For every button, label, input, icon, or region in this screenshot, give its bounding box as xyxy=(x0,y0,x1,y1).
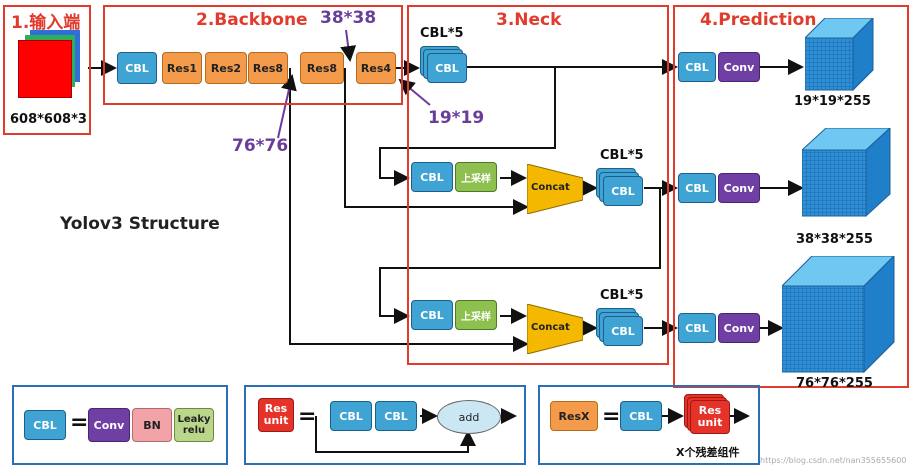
neck-branch2-upsample: 上采样 xyxy=(455,300,497,330)
backbone-res8-a: Res8 xyxy=(248,52,288,84)
neck-top-cbl-label: CBL xyxy=(427,53,467,83)
legend-resunit-equals: = xyxy=(298,404,317,429)
pred1-cbl: CBL xyxy=(678,52,716,82)
legend-resunit: Res unit xyxy=(258,398,294,432)
backbone-cbl: CBL xyxy=(117,52,157,84)
output-label-19: 19*19*255 xyxy=(794,94,871,109)
neck-branch1-concat-shape xyxy=(527,164,583,214)
legend-resx-equals: = xyxy=(602,404,621,429)
neck-title: 3.Neck xyxy=(496,10,562,30)
input-section xyxy=(3,5,91,135)
legend-resx: ResX xyxy=(550,401,598,431)
watermark: https://blog.csdn.net/nan355655600 xyxy=(760,456,907,465)
legend-add: add xyxy=(437,400,501,434)
output-cube-76 xyxy=(782,256,895,374)
output-cube-19 xyxy=(805,18,874,92)
neck-branch2-concat-shape xyxy=(527,304,583,354)
input-size-label: 608*608*3 xyxy=(10,112,87,127)
output-cube-38 xyxy=(802,128,891,218)
legend-resx-cbl: CBL xyxy=(620,401,662,431)
neck-branch1-cbl5-label: CBL*5 xyxy=(600,148,644,163)
output-label-76: 76*76*255 xyxy=(796,376,873,391)
legend-resx-unit-stack: Res unit xyxy=(684,394,732,438)
neck-branch1-cbl5-front: CBL xyxy=(603,176,643,206)
backbone-title: 2.Backbone xyxy=(196,10,308,30)
output-label-38: 38*38*255 xyxy=(796,232,873,247)
neck-branch1-concat-label: Concat xyxy=(531,182,570,193)
label-76x76: 76*76 xyxy=(232,136,289,156)
legend-cbl: CBL xyxy=(24,410,66,440)
neck-branch2-cbl5-front: CBL xyxy=(603,316,643,346)
neck-section xyxy=(407,5,669,365)
neck-top-cbl5-label: CBL*5 xyxy=(420,26,464,41)
prediction-section xyxy=(673,5,909,388)
backbone-res8-b: Res8 xyxy=(300,52,344,84)
backbone-res1: Res1 xyxy=(162,52,202,84)
neck-branch1-upsample: 上采样 xyxy=(455,162,497,192)
backbone-res4: Res4 xyxy=(356,52,396,84)
input-title: 1.输入端 xyxy=(11,13,81,33)
legend-leaky-relu: Leaky relu xyxy=(174,408,214,442)
prediction-title: 4.Prediction xyxy=(700,10,817,30)
backbone-section xyxy=(103,5,403,105)
pred2-cbl: CBL xyxy=(678,173,716,203)
legend-resx-unit: Res unit xyxy=(690,400,730,434)
pred3-conv: Conv xyxy=(718,313,760,343)
legend-resunit-cbl-a: CBL xyxy=(330,401,372,431)
backbone-res2: Res2 xyxy=(205,52,247,84)
neck-branch2-cbl5-label: CBL*5 xyxy=(600,288,644,303)
neck-branch2-cbl5-stack: CBL xyxy=(596,308,644,352)
legend-cbl-equals: = xyxy=(70,410,89,435)
label-38x38: 38*38 xyxy=(320,8,377,28)
legend-resunit-box xyxy=(244,385,526,465)
legend-resx-caption: X个残差组件 xyxy=(676,446,740,459)
legend-cbl-box xyxy=(12,385,228,465)
legend-bn: BN xyxy=(132,408,172,442)
input-image-stack xyxy=(16,30,82,98)
label-19x19: 19*19 xyxy=(428,108,485,128)
legend-resx-box xyxy=(538,385,760,465)
pred1-conv: Conv xyxy=(718,52,760,82)
legend-conv: Conv xyxy=(88,408,130,442)
legend-resunit-cbl-b: CBL xyxy=(375,401,417,431)
neck-branch2-concat-label: Concat xyxy=(531,322,570,333)
structure-title: Yolov3 Structure xyxy=(60,214,220,234)
neck-branch2-cbl: CBL xyxy=(411,300,453,330)
pred3-cbl: CBL xyxy=(678,313,716,343)
neck-branch1-cbl: CBL xyxy=(411,162,453,192)
pred2-conv: Conv xyxy=(718,173,760,203)
neck-top-cbl5-stack: CBL xyxy=(420,46,468,86)
neck-branch1-cbl5-stack: CBL xyxy=(596,168,644,212)
